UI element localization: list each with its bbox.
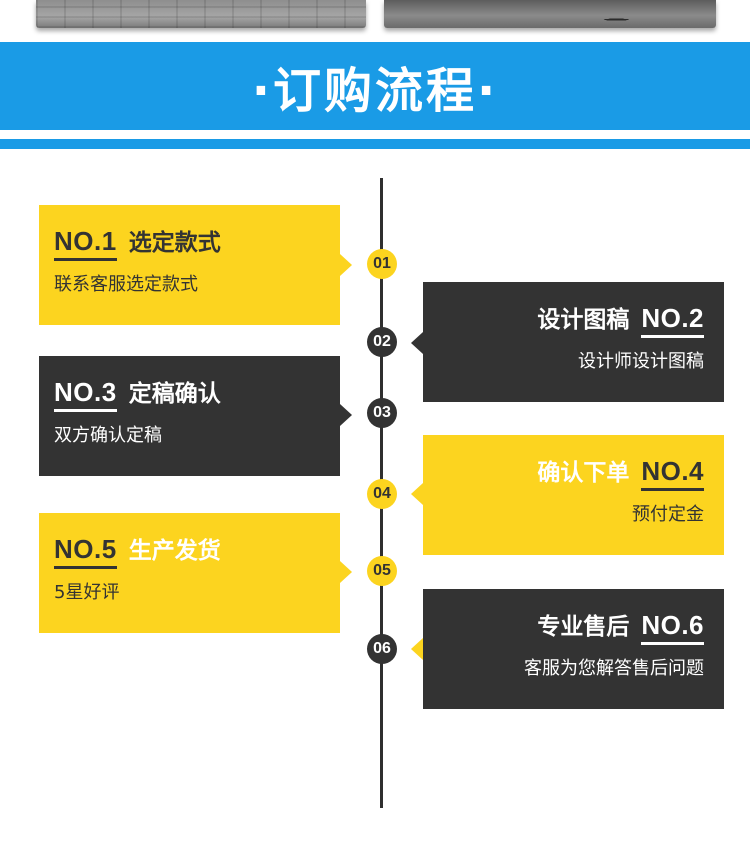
card-pointer [411, 332, 423, 354]
banner-divider [0, 139, 750, 149]
step-number: NO.1 [54, 226, 117, 261]
step-badge-6: 06 [367, 634, 397, 664]
step-card-4: 确认下单 NO.4 预付定金 [411, 435, 724, 555]
card-pointer [340, 254, 352, 276]
step-description: 5星好评 [54, 582, 120, 603]
photo-right [384, 0, 716, 28]
step-title: 定稿确认 [128, 381, 221, 407]
step-description: 双方确认定稿 [54, 425, 162, 446]
step-description: 联系客服选定款式 [54, 274, 198, 295]
title-banner [0, 42, 750, 130]
step-description: 预付定金 [632, 504, 704, 525]
step-card-2: 设计图稿 NO.2 设计师设计图稿 [411, 282, 724, 402]
step-badge-5: 05 [367, 556, 397, 586]
step-number: NO.5 [54, 534, 117, 569]
card-pointer [411, 483, 423, 505]
top-photo-strip [0, 0, 750, 34]
step-title: 确认下单 [537, 460, 630, 486]
step-title: 专业售后 [537, 614, 630, 640]
photo-left [36, 0, 366, 28]
step-number: NO.3 [54, 377, 117, 412]
step-badge-3: 03 [367, 398, 397, 428]
step-title: 设计图稿 [537, 307, 630, 333]
page-title: ·订购流程· [251, 63, 499, 119]
step-title: 生产发货 [128, 538, 221, 564]
step-title: 选定款式 [128, 230, 221, 256]
step-badge-1: 01 [367, 249, 397, 279]
card-pointer [411, 638, 423, 660]
step-number: NO.2 [641, 303, 704, 338]
step-number: NO.4 [641, 456, 704, 491]
card-pointer [340, 404, 352, 426]
step-card-1: NO.1 选定款式 联系客服选定款式 [39, 205, 352, 325]
step-description: 客服为您解答售后问题 [524, 658, 704, 679]
step-description: 设计师设计图稿 [578, 351, 704, 372]
step-card-3: NO.3 定稿确认 双方确认定稿 [39, 356, 352, 476]
step-number: NO.6 [641, 610, 704, 645]
step-badge-4: 04 [367, 479, 397, 509]
card-pointer [340, 561, 352, 583]
step-card-5: NO.5 生产发货 5星好评 [39, 513, 352, 633]
step-card-6: 专业售后 NO.6 客服为您解答售后问题 [411, 589, 724, 709]
step-badge-2: 02 [367, 327, 397, 357]
